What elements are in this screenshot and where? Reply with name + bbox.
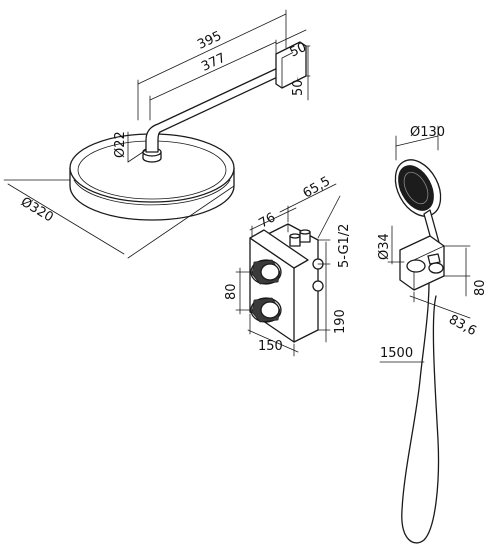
dim-holder-height: 80 (443, 245, 488, 297)
dim-thermostat-height: 190 (317, 239, 348, 343)
overhead-shower: 395 377 50 50 Ø22 (3, 9, 311, 259)
dim-hose-length: 1500 (379, 346, 425, 363)
dim-50-height-label: 50 (291, 79, 306, 96)
thermostat-fittings (289, 229, 324, 292)
dim-50-depth-label: 50 (288, 40, 309, 61)
shower-hose (401, 251, 440, 544)
dim-d34-label: Ø34 (377, 233, 392, 260)
dim-plate-depth: 50 (275, 29, 309, 61)
dim-holder-depth: 83,6 (409, 291, 479, 339)
dim-377-label: 377 (199, 51, 228, 75)
dim-connection: 5-G1/2 (317, 224, 352, 268)
dim-holder-diameter: Ø34 (377, 225, 405, 265)
dim-80-label: 80 (224, 283, 239, 300)
hand-shower: Ø130 Ø34 80 83,6 1500 (377, 125, 488, 544)
dim-plate-height: 50 (291, 45, 311, 101)
dim-655-label: 65,5 (301, 174, 334, 201)
dim-d130-label: Ø130 (410, 125, 445, 140)
dim-150-label: 150 (258, 339, 283, 354)
thermostat-mixer: 65,5 76 5-G1/2 80 190 (224, 174, 352, 357)
dim-190-label: 190 (333, 309, 348, 334)
knob-lower (250, 297, 282, 323)
dim-1500-label: 1500 (380, 346, 413, 361)
dim-d22-label: Ø22 (113, 131, 128, 158)
dim-thermostat-width: 150 (247, 313, 299, 357)
dim-arm-diameter: Ø22 (113, 131, 147, 163)
knob-upper (250, 259, 282, 285)
dim-836-label: 83,6 (446, 312, 479, 339)
dim-d320-label: Ø320 (18, 195, 56, 226)
dim-knob-spacing: 80 (224, 267, 253, 315)
hand-shower-head (394, 159, 442, 251)
connection-label: 5-G1/2 (337, 224, 352, 268)
dim-80-holder-label: 80 (473, 279, 488, 296)
dim-395-label: 395 (195, 29, 224, 53)
hand-shower-holder (399, 235, 445, 291)
dim-76-label: 76 (257, 210, 279, 231)
dim-thermostat-depth: 76 (249, 207, 297, 237)
dim-hand-head-diameter: Ø130 (395, 125, 445, 161)
